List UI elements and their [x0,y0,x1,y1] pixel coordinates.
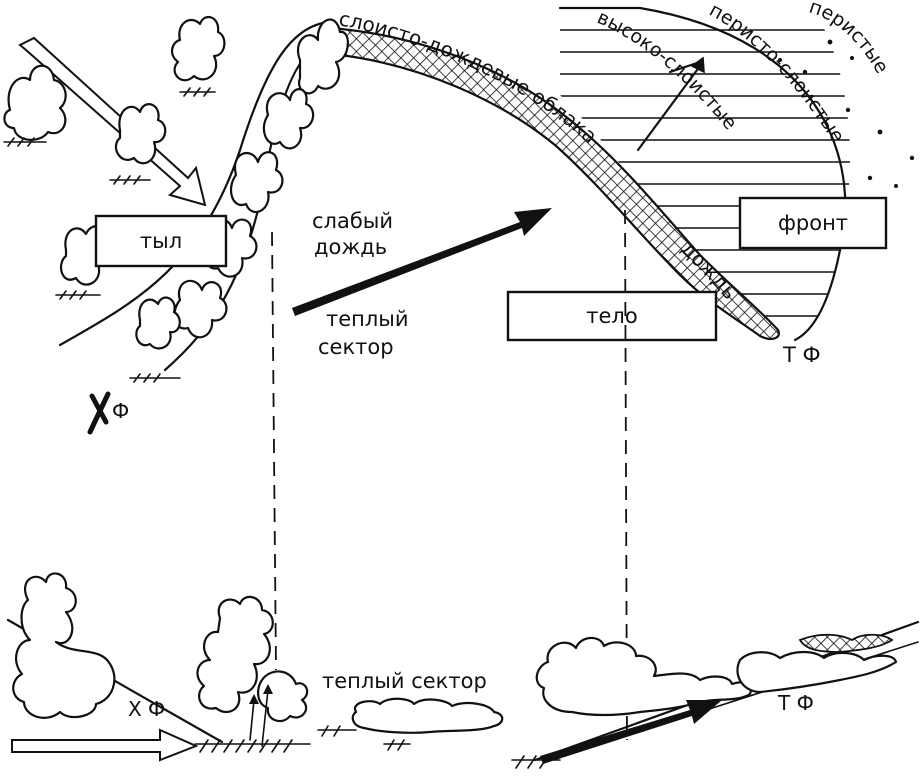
rear-dashed-line [271,231,277,671]
cirrus-dots [778,39,915,188]
lower-cold-cumulus [12,572,309,723]
lower-updraft-arrows [249,684,273,747]
updraft-arrow [636,56,705,152]
cold-air-arrow-upper [18,36,207,207]
cold-front-cumulus-upper [173,18,349,339]
cirrus-label: перистые [806,0,892,77]
warm-sector-label-bottom: теплый сектор [322,669,487,693]
light-rain-label-1: слабый [312,209,393,233]
warm-front-label-bottom: Т Ф [777,691,814,715]
rear-box: тыл [94,214,228,268]
front-box: фронт [738,196,888,250]
lower-warm-front-clouds [535,633,898,717]
warm-sector-label-2: сектор [318,335,394,359]
front-label: фронт [778,211,848,235]
warm-sector-arrow [292,208,552,316]
warm-sector-stratus [351,697,504,751]
cold-front-label-bottom: Х Ф [128,697,165,721]
cold-air-arrow-lower [11,728,199,762]
body-label: тело [586,304,637,328]
lower-ground-hatch-left [194,725,357,753]
lower-ground-hatch-right [511,755,561,769]
rear-label: тыл [140,229,182,253]
body-box: тело [506,290,718,342]
warm-sector-label-1: теплый [326,307,409,331]
cold-front-label-top: Ф [112,399,129,423]
cold-front-symbol-top: Ф [87,391,129,435]
warm-air-arrow-lower [540,700,722,764]
light-rain-label-2: дождь [314,235,387,259]
nimbostratus-band [328,26,780,340]
warm-front-label-top: Т Ф [782,343,821,367]
